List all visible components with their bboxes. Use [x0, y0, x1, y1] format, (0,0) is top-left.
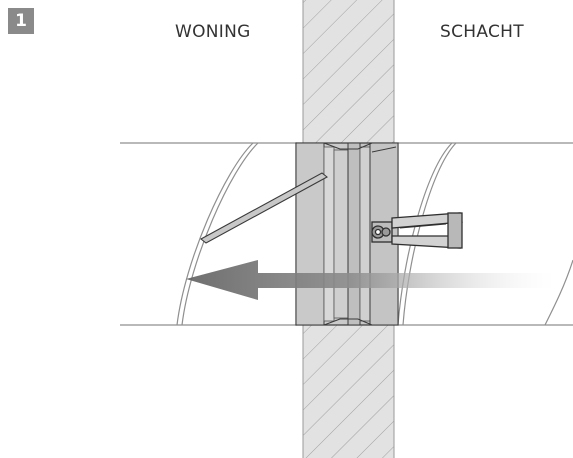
label-woning: WONING: [175, 22, 251, 42]
duct-left: [120, 142, 297, 326]
step-number-badge: 1: [8, 8, 34, 34]
duct-right: [397, 142, 573, 326]
valve-flap: [200, 172, 328, 244]
mounting-clip: [371, 212, 463, 249]
label-schacht: SCHACHT: [440, 22, 524, 42]
airflow-arrow-icon: [186, 260, 555, 300]
